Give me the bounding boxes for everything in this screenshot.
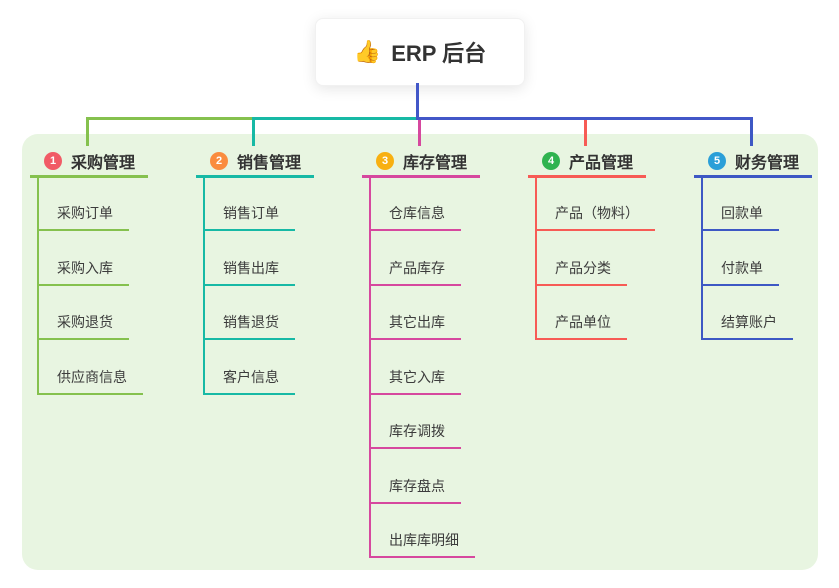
branch-drop-line [86,120,89,146]
branch-spine-line [37,178,39,395]
branch-drop-line [584,120,587,146]
branch-number-badge: 1 [44,152,62,170]
branch-header[interactable]: 5 财务管理 [694,147,812,178]
branch-label: 产品管理 [569,155,634,172]
branch-item[interactable]: 产品（物料） [535,203,655,231]
branch-drop-line [750,120,753,146]
branch-item[interactable]: 回款单 [701,203,779,231]
branch-item[interactable]: 产品库存 [369,258,461,286]
branch-number-badge: 2 [210,152,228,170]
branch-item[interactable]: 结算账户 [701,312,793,340]
branch-label: 采购管理 [71,155,136,172]
branch-item[interactable]: 销售出库 [203,258,295,286]
branch-item[interactable]: 客户信息 [203,367,295,395]
branch-number-badge: 5 [708,152,726,170]
trunk-segment-teal [252,117,416,120]
root-node[interactable]: 👍 ERP 后台 [315,18,525,86]
mindmap-canvas [22,134,818,570]
branch-item[interactable]: 供应商信息 [37,367,143,395]
branch-label: 库存管理 [403,155,468,172]
branch-item[interactable]: 库存调拨 [369,421,461,449]
branch-item[interactable]: 采购订单 [37,203,129,231]
root-connector-line [416,83,419,120]
branch-label: 财务管理 [735,155,800,172]
branch-item[interactable]: 销售退货 [203,312,295,340]
branch-item[interactable]: 库存盘点 [369,476,461,504]
branch-header[interactable]: 1 采购管理 [30,147,148,178]
branch-header[interactable]: 4 产品管理 [528,147,646,178]
branch-spine-line [203,178,205,395]
branch-label: 销售管理 [237,155,302,172]
branch-number-badge: 4 [542,152,560,170]
branch-item[interactable]: 付款单 [701,258,779,286]
branch-item[interactable]: 产品单位 [535,312,627,340]
branch-item[interactable]: 采购退货 [37,312,129,340]
branch-spine-line [369,178,371,558]
trunk-segment-blue [416,117,753,120]
branch-number-badge: 3 [376,152,394,170]
branch-header[interactable]: 2 销售管理 [196,147,314,178]
branch-item[interactable]: 出库库明细 [369,530,475,558]
root-label: ERP 后台 [391,41,487,66]
branch-item[interactable]: 其它入库 [369,367,461,395]
branch-item[interactable]: 采购入库 [37,258,129,286]
branch-header[interactable]: 3 库存管理 [362,147,480,178]
branch-spine-line [701,178,703,340]
branch-drop-line [252,120,255,146]
trunk-segment-green [86,117,252,120]
branch-drop-line [418,120,421,146]
thumbs-up-icon: 👍 [353,39,382,64]
branch-item[interactable]: 其它出库 [369,312,461,340]
branch-item[interactable]: 产品分类 [535,258,627,286]
branch-spine-line [535,178,537,340]
branch-item[interactable]: 仓库信息 [369,203,461,231]
branch-item[interactable]: 销售订单 [203,203,295,231]
